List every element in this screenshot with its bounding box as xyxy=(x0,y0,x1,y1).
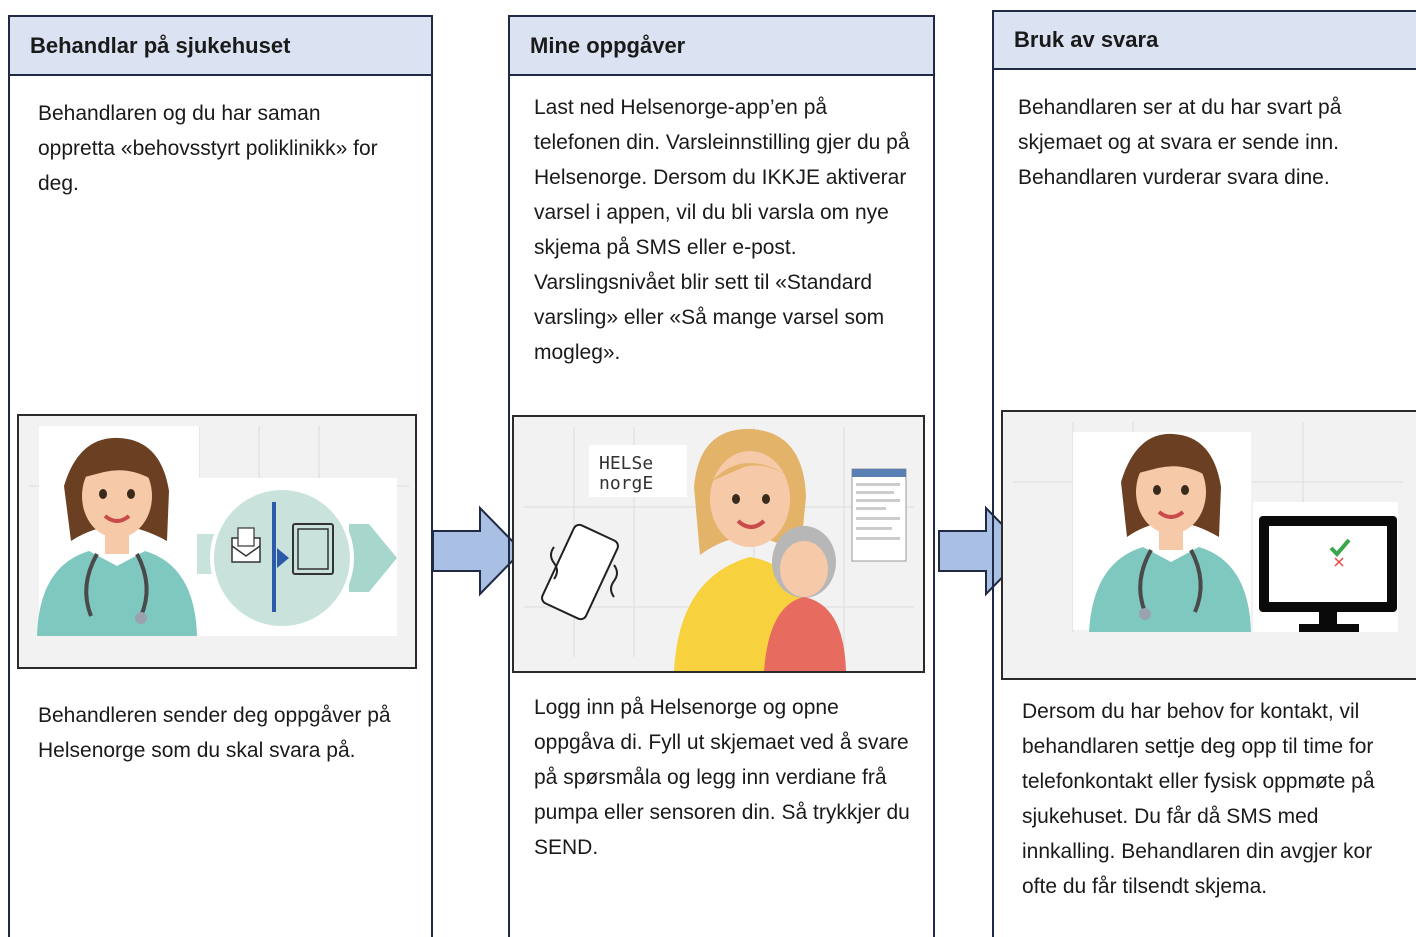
column-bruk-av-svara xyxy=(992,45,1416,937)
logo-line1: HELSe xyxy=(599,453,653,474)
monitor-icon xyxy=(1259,516,1397,632)
column-header-bruk-av-svara: Bruk av svara xyxy=(992,10,1416,70)
doctor-figure xyxy=(1089,433,1251,632)
tablet-icon xyxy=(292,523,334,575)
column-top-text: Behandlaren ser at du har svart på skjem… xyxy=(1018,96,1342,189)
phone-icon xyxy=(541,523,619,621)
checkmark-icon xyxy=(1329,538,1351,567)
elderly-woman-figure xyxy=(764,526,846,671)
column-mine-oppgaver xyxy=(508,45,935,937)
column-bottom-text: Behandleren sender deg oppgåver på Helse… xyxy=(38,704,391,762)
arrow-right-1 xyxy=(430,505,526,597)
column-header-behandlar: Behandlar på sjukehuset xyxy=(8,15,433,76)
form-screenshot xyxy=(851,468,907,562)
column-bottom-text: Logg inn på Helsenorge og opne oppgåva d… xyxy=(534,696,910,859)
column-header-mine-oppgaver: Mine oppgåver xyxy=(508,15,935,76)
column-top-text: Last ned Helsenorge-app’en på telefonen … xyxy=(534,96,910,364)
column-title: Behandlar på sjukehuset xyxy=(30,32,291,58)
helsenorge-logo: HELSe norgE xyxy=(599,453,653,494)
doctor-figure xyxy=(37,437,197,636)
column-title: Mine oppgåver xyxy=(530,32,686,58)
column-title: Bruk av svara xyxy=(1014,27,1159,52)
illustration-doctor-sending xyxy=(17,414,417,669)
column-behandlar xyxy=(8,45,433,937)
column-bottom-text: Dersom du har behov for kontakt, vil beh… xyxy=(1022,700,1375,898)
envelope-icon xyxy=(231,527,261,563)
illustration-app-notification: HELSe norgE xyxy=(512,415,925,673)
illustration-doctor-reviewing xyxy=(1001,410,1416,680)
send-tasks-graphic xyxy=(197,486,397,630)
logo-line2: norgE xyxy=(599,473,653,494)
column-top-text: Behandlaren og du har saman oppretta «be… xyxy=(38,102,378,195)
